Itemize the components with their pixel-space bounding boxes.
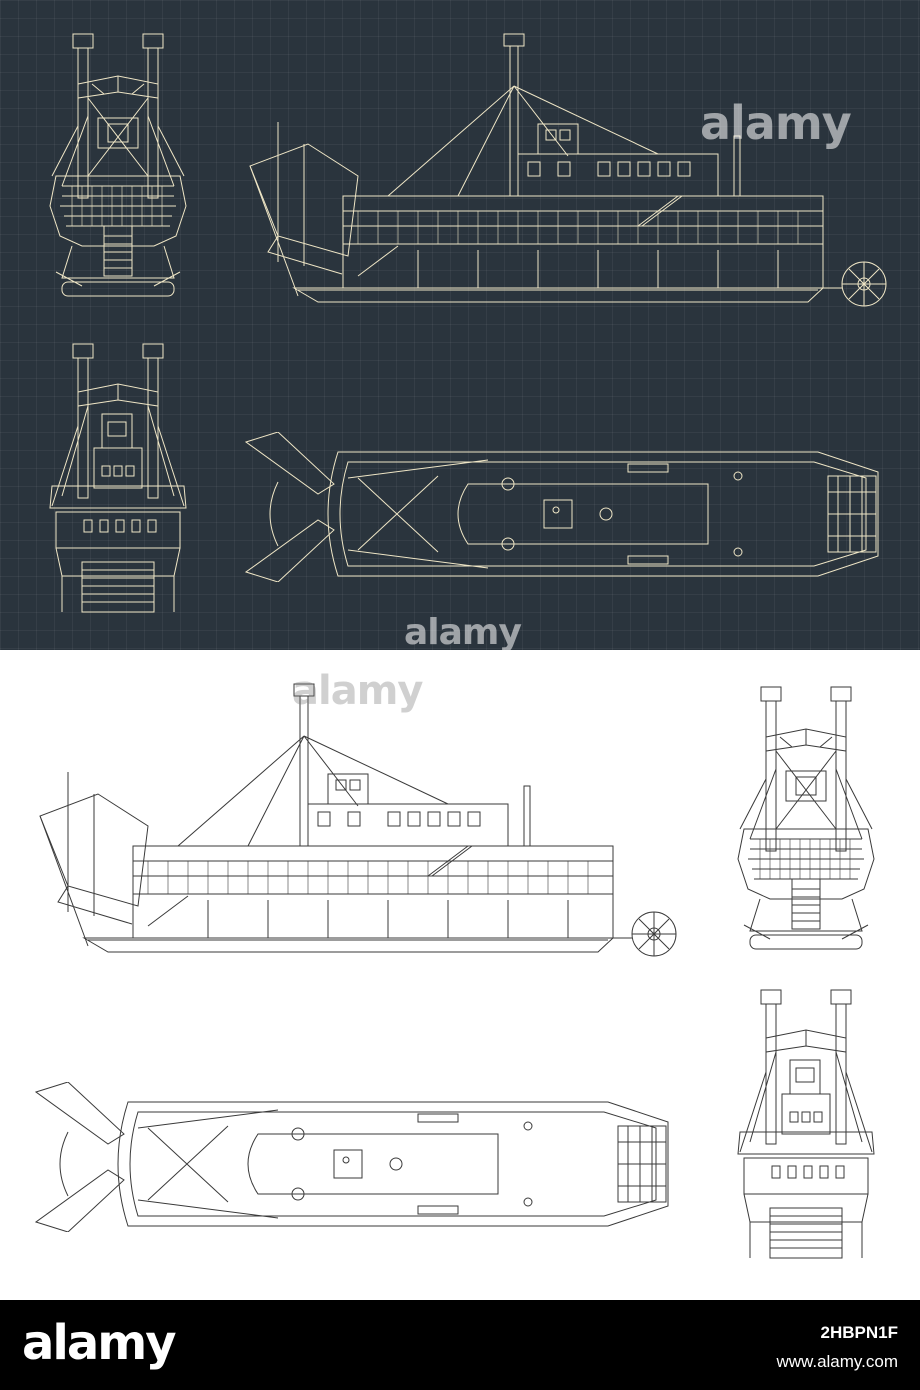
plan-view-dark	[245, 432, 879, 582]
footer-logo[interactable]: alamy	[22, 1315, 177, 1371]
image-id: 2HBPN1F	[820, 1323, 898, 1342]
footer-url[interactable]: www.alamy.com	[776, 1352, 898, 1371]
footer-bar	[0, 1300, 920, 1390]
stern-view-light	[737, 989, 875, 1259]
watermark-text: alamy	[404, 612, 522, 653]
blueprint-light-panel	[0, 650, 920, 1300]
stern-view-dark	[49, 343, 187, 613]
plan-view-light	[35, 1082, 669, 1232]
front-view-light	[737, 686, 875, 950]
blueprint-dark-panel	[0, 0, 920, 650]
side-elevation-light	[39, 683, 677, 957]
front-view-dark	[49, 33, 187, 297]
side-elevation-dark	[249, 33, 887, 307]
watermark-text: alamy	[700, 96, 852, 150]
watermark-text: alamy	[292, 668, 423, 714]
